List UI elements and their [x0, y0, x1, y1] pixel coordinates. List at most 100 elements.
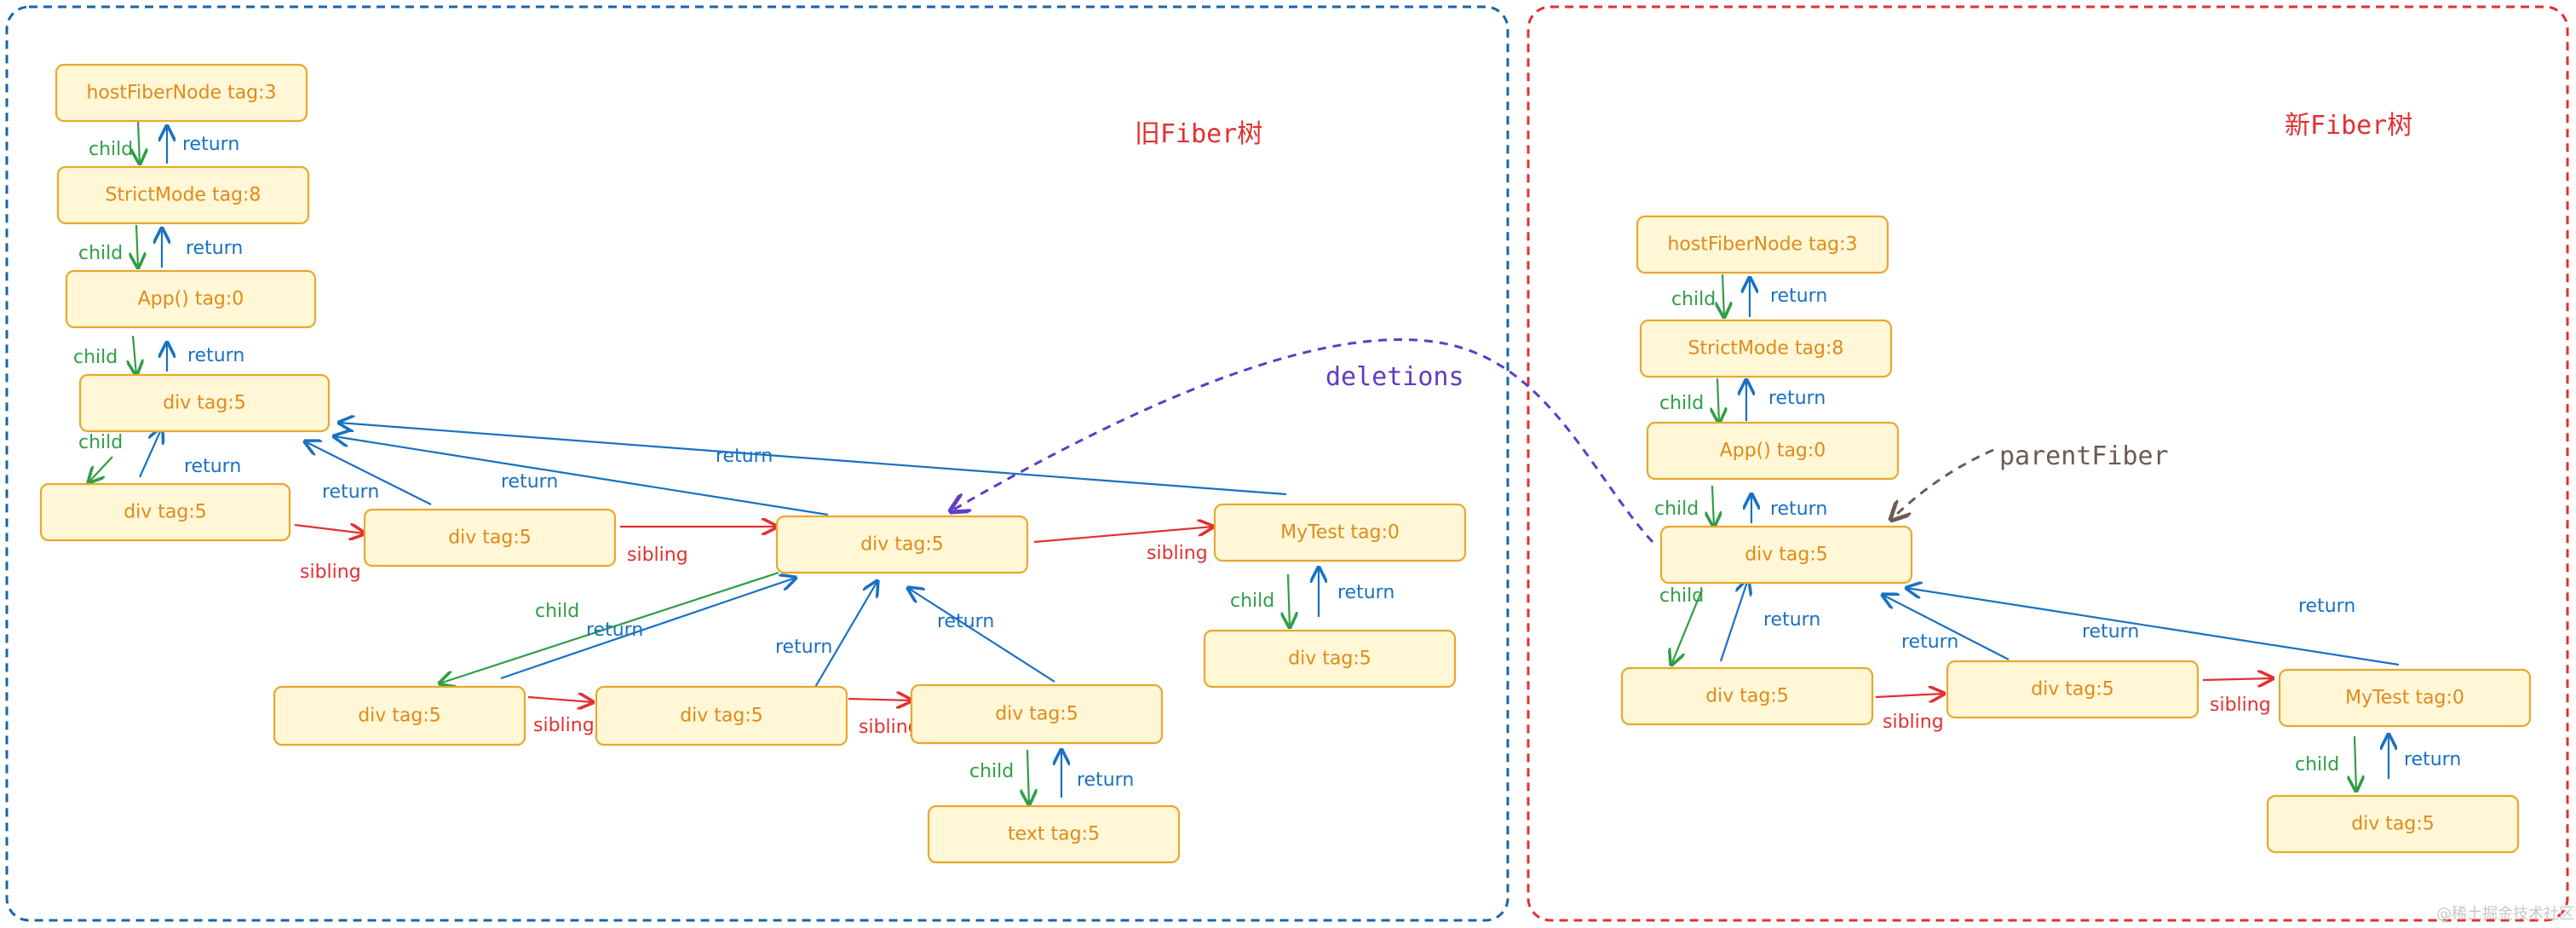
fiber-node-label: div tag:5: [163, 393, 246, 414]
old-tree-edges: child return child return child return c…: [73, 120, 1394, 804]
fiber-node-label: div tag:5: [448, 527, 532, 549]
fiber-node: App() tag:0: [65, 269, 317, 329]
edge-return: [908, 588, 1055, 683]
fiber-node-label: App() tag:0: [138, 289, 244, 310]
fiber-node-label: StrictMode tag:8: [1688, 338, 1844, 360]
old-tree-frame: [5, 5, 1509, 922]
fiber-node: MyTest tag:0: [2278, 668, 2532, 728]
edge-child: [136, 224, 138, 268]
edge-label-sibling: sibling: [859, 717, 920, 738]
fiber-node-label: hostFiberNode tag:3: [86, 83, 276, 104]
parent-fiber-arrow: [1891, 448, 1994, 520]
fiber-node-label: StrictMode tag:8: [106, 185, 262, 206]
edge-label-sibling: sibling: [627, 545, 688, 566]
edge-label-return: return: [187, 345, 244, 366]
edge-label-sibling: sibling: [1147, 543, 1208, 564]
edge-child: [440, 571, 779, 683]
edge-return: [305, 441, 432, 505]
fiber-node: StrictMode tag:8: [56, 165, 310, 225]
edge-sibling: [1875, 694, 1944, 697]
fiber-node-label: div tag:5: [860, 534, 944, 556]
edge-label-child: child: [89, 139, 133, 160]
edge-label-child: child: [1659, 393, 1704, 414]
edge-return: [339, 423, 1287, 496]
edge-child: [1712, 485, 1714, 527]
edge-child: [1027, 749, 1029, 804]
edge-child: [1671, 589, 1704, 665]
edge-sibling: [1033, 527, 1213, 544]
edge-label-return: return: [322, 481, 379, 503]
fiber-node: div tag:5: [1659, 525, 1913, 585]
edge-label-return: return: [1901, 631, 1958, 653]
edge-label-child: child: [1654, 499, 1699, 520]
edge-return: [500, 578, 796, 680]
edge-label-child: child: [969, 761, 1014, 782]
edge-child: [1717, 378, 1719, 423]
edge-child: [133, 335, 136, 375]
edge-child: [1288, 574, 1290, 627]
fiber-node-label: hostFiberNode tag:3: [1667, 234, 1857, 256]
fiber-node: div tag:5: [1620, 666, 1874, 726]
fiber-node: div tag:5: [1203, 629, 1457, 689]
fiber-node-label: MyTest tag:0: [2345, 688, 2464, 709]
edge-child: [138, 120, 140, 164]
edge-label-return: return: [1768, 388, 1826, 409]
watermark: @稀土掘金技术社区: [2436, 905, 2574, 923]
fiber-node: MyTest tag:0: [1213, 503, 1467, 562]
fiber-node: div tag:5: [2266, 794, 2520, 854]
edge-label-return: return: [186, 238, 243, 259]
edge-label-child: child: [78, 243, 123, 264]
edge-label-return: return: [775, 637, 832, 658]
edge-label-child: child: [2295, 754, 2339, 775]
edge-child: [1722, 274, 1724, 317]
fiber-node: div tag:5: [775, 515, 1029, 574]
edge-label-return: return: [937, 611, 994, 632]
edge-label-return: return: [586, 620, 643, 641]
old-tree-nodes: hostFiberNode tag:3 StrictMode tag:8 App…: [39, 63, 1467, 864]
edge-label-sibling: sibling: [2210, 695, 2271, 716]
edge-label-return: return: [2082, 621, 2139, 643]
edge-label-return: return: [182, 134, 239, 155]
edge-label-return: return: [2298, 596, 2355, 617]
edge-label-child: child: [78, 432, 123, 453]
edge-child: [2355, 735, 2356, 791]
fiber-node-label: App() tag:0: [1720, 441, 1826, 462]
fiber-node: div tag:5: [1946, 660, 2199, 719]
edge-return: [1883, 595, 2010, 660]
fiber-node: hostFiberNode tag:3: [1636, 215, 1889, 274]
fiber-node-label: div tag:5: [358, 706, 441, 727]
fiber-node-label: div tag:5: [995, 704, 1078, 725]
fiber-node-label: MyTest tag:0: [1280, 522, 1400, 544]
deletions-arrow: [951, 338, 1654, 544]
edge-label-return: return: [1763, 609, 1820, 631]
edge-label-child: child: [1671, 289, 1716, 310]
fiber-node: div tag:5: [363, 508, 617, 568]
edge-label-sibling: sibling: [533, 715, 595, 736]
fiber-node: div tag:5: [39, 482, 291, 542]
edge-label-return: return: [1770, 499, 1827, 520]
new-tree-title: 新Fiber树: [2285, 111, 2412, 141]
deletions-label: deletions: [1325, 362, 1464, 392]
fiber-node-label: div tag:5: [1288, 648, 1371, 670]
old-tree-title: 旧Fiber树: [1135, 119, 1262, 149]
fiber-node: hostFiberNode tag:3: [55, 63, 308, 123]
fiber-node: div tag:5: [273, 685, 526, 746]
edge-sibling: [848, 699, 911, 700]
edge-label-child: child: [535, 601, 579, 622]
edge-label-sibling: sibling: [1883, 712, 1944, 733]
edge-sibling: [2202, 678, 2273, 680]
edge-sibling: [294, 525, 365, 533]
fiber-node-label: div tag:5: [1705, 686, 1789, 707]
fiber-node-label: div tag:5: [2031, 679, 2114, 700]
edge-label-return: return: [1770, 285, 1827, 307]
edge-return: [814, 581, 877, 689]
edge-label-return: return: [2404, 749, 2461, 770]
edge-return: [138, 428, 162, 478]
fiber-node-label: div tag:5: [124, 502, 207, 523]
fiber-node-label: div tag:5: [680, 706, 763, 727]
edge-sibling: [527, 697, 593, 702]
edge-label-return: return: [1077, 769, 1134, 791]
fiber-node-label: div tag:5: [1745, 545, 1828, 566]
fiber-node-label: text tag:5: [1008, 824, 1100, 845]
